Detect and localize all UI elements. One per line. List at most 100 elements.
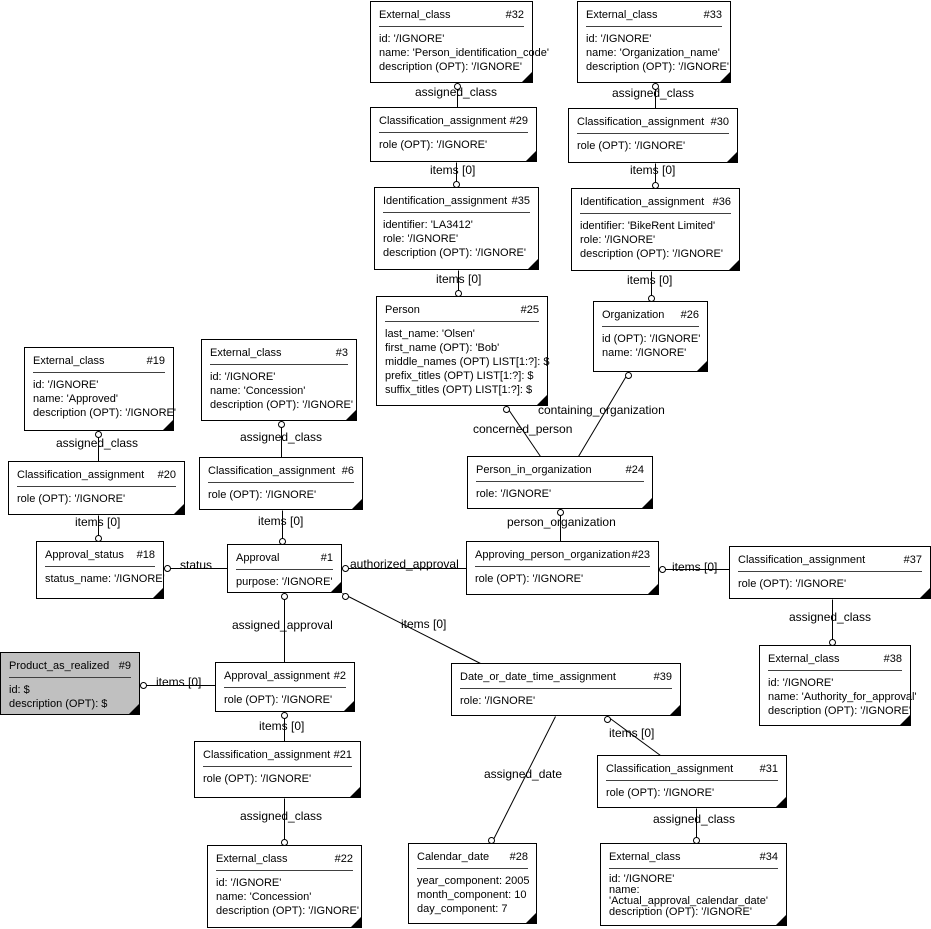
relation-label: assigned_approval bbox=[232, 618, 333, 632]
entity-attributes: role: '/IGNORE' bbox=[476, 487, 650, 501]
entity-header: Approving_person_organization#23 bbox=[475, 548, 650, 562]
entity-name: External_class bbox=[586, 9, 658, 21]
relation-label: assigned_class bbox=[789, 610, 872, 624]
entity-name: Calendar_date bbox=[417, 851, 490, 863]
entity-attribute: last_name: 'Olsen' bbox=[385, 328, 475, 340]
entity-divider bbox=[379, 26, 524, 27]
corner-triangle-icon bbox=[720, 72, 730, 82]
entity-attribute: name: 'Concession' bbox=[216, 891, 312, 903]
entity-attributes: role (OPT): '/IGNORE' bbox=[577, 139, 735, 153]
relation-label: assigned_date bbox=[484, 767, 563, 781]
entity-attribute: name: 'Organization_name' bbox=[586, 47, 720, 59]
corner-triangle-icon bbox=[153, 588, 163, 598]
corner-triangle-icon bbox=[351, 917, 361, 927]
relation-line bbox=[491, 716, 556, 844]
entity-name: External_class bbox=[216, 853, 288, 865]
entity-id: #18 bbox=[136, 549, 155, 561]
entity-header: External_class#32 bbox=[379, 8, 524, 22]
entity-attribute: role (OPT): '/IGNORE' bbox=[738, 578, 847, 590]
entity-attribute: name: bbox=[609, 884, 640, 896]
entity-id: #26 bbox=[680, 309, 699, 321]
relation-label: assigned_class bbox=[415, 85, 498, 99]
entity-id: #33 bbox=[703, 9, 722, 21]
entity-attributes: status_name: '/IGNORE' bbox=[45, 572, 165, 586]
entity-id: #37 bbox=[903, 554, 922, 566]
corner-triangle-icon bbox=[537, 395, 547, 405]
entity-attribute: description (OPT): '/IGNORE' bbox=[210, 399, 353, 411]
entity-attribute: description (OPT): '/IGNORE' bbox=[768, 705, 911, 717]
entity-attribute: id: '/IGNORE' bbox=[609, 873, 675, 885]
entity-attribute: middle_names (OPT) LIST[1:?]: $ bbox=[385, 356, 550, 368]
entity-attributes: id: '/IGNORE'name: 'Concession'descripti… bbox=[216, 876, 359, 918]
entity-divider bbox=[586, 26, 722, 27]
corner-triangle-icon bbox=[163, 420, 173, 430]
entity-attributes: id: '/IGNORE'name: 'Organization_name'de… bbox=[586, 32, 729, 74]
entity-attribute: 'Actual_approval_calendar_date' bbox=[609, 895, 768, 907]
entity-attributes: role (OPT): '/IGNORE' bbox=[475, 572, 656, 586]
entity-divider bbox=[580, 213, 731, 214]
entity-divider bbox=[236, 569, 333, 570]
entity-header: External_class #33 bbox=[586, 8, 722, 22]
entity-header: Date_or_date_time_assignment#39 bbox=[460, 670, 672, 684]
relation-label: assigned_class bbox=[56, 436, 139, 450]
relation-label: authorized_approval bbox=[350, 557, 459, 571]
entity-attribute: identifier: 'BikeRent Limited' bbox=[580, 220, 716, 232]
corner-triangle-icon bbox=[920, 588, 930, 598]
entity-attribute: role (OPT): '/IGNORE' bbox=[577, 140, 686, 152]
entity-header: Classification_assignment#31 bbox=[606, 762, 778, 776]
entity-attributes: id: '/IGNORE'name: 'Authority_for_approv… bbox=[768, 676, 917, 718]
entity-name: Classification_assignment bbox=[17, 469, 145, 481]
entity-box-external-class[interactable]: External_class#22 id: '/IGNORE' name: 'Con… bbox=[207, 845, 362, 928]
entity-box-external-class[interactable]: External_class #33 id: '/IGNORE'name: 'Org… bbox=[577, 1, 731, 83]
entity-header: External_class#22 bbox=[216, 852, 353, 866]
entity-name: Product_as_realized bbox=[9, 660, 110, 672]
entity-attributes: identifier: 'BikeRent Limited'role: '/IG… bbox=[580, 219, 737, 261]
entity-attribute: id: '/IGNORE' bbox=[768, 677, 834, 689]
entity-attributes: id (OPT): '/IGNORE'name: '/IGNORE' bbox=[602, 332, 705, 360]
entity-header: Person_in_organization#24 bbox=[476, 463, 644, 477]
entity-name: External_class bbox=[768, 653, 840, 665]
entity-name: Approval_assignment bbox=[224, 670, 330, 682]
relation-label: assigned_class bbox=[612, 86, 695, 100]
relation-end-circle-icon bbox=[625, 372, 632, 379]
entity-attribute: role (OPT): '/IGNORE' bbox=[203, 773, 312, 785]
entity-attribute: role (OPT): '/IGNORE' bbox=[224, 694, 333, 706]
entity-attribute: role (OPT): '/IGNORE' bbox=[379, 139, 488, 151]
corner-triangle-icon bbox=[522, 72, 532, 82]
relation-end-circle-icon bbox=[278, 421, 285, 428]
entity-attributes: id: '/IGNORE'name: 'Approved'description… bbox=[33, 378, 176, 420]
entity-attribute: id: '/IGNORE' bbox=[216, 877, 282, 889]
entity-divider bbox=[17, 486, 176, 487]
corner-triangle-icon bbox=[346, 410, 356, 420]
relation-label: items [0] bbox=[430, 163, 476, 177]
entity-divider bbox=[606, 780, 778, 781]
relation-label: assigned_class bbox=[240, 430, 323, 444]
entity-box-person-in-organization[interactable]: Person_in_organization#24 role: '/IGNORE' bbox=[467, 456, 653, 509]
entity-name: Classification_assignment bbox=[379, 115, 507, 127]
relation-label: assigned_class bbox=[653, 812, 736, 826]
entity-attributes: role (OPT): '/IGNORE' bbox=[17, 492, 182, 506]
